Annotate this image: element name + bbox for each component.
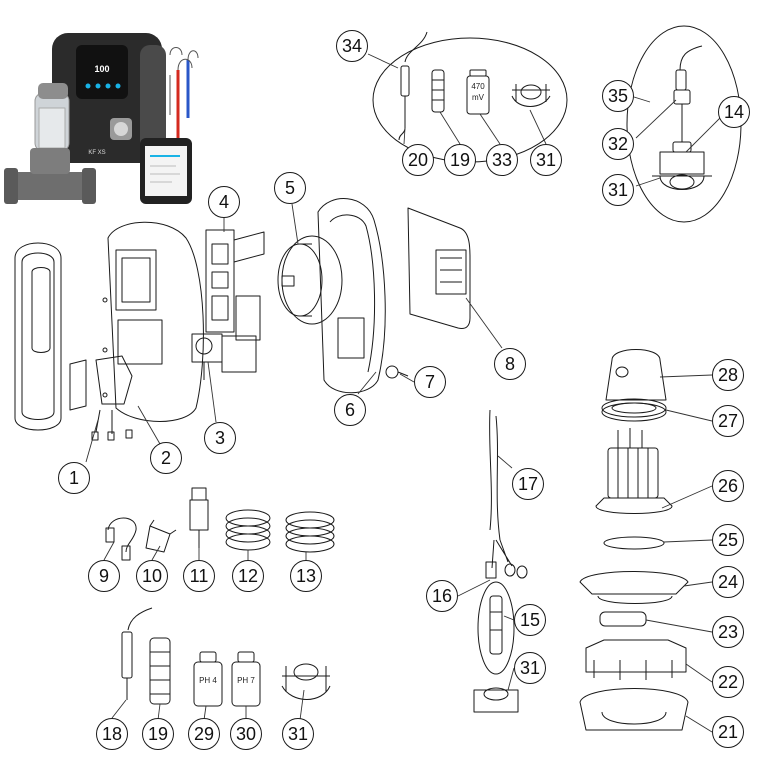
callout-27: 27 [712,405,744,437]
callout-31-top-right: 31 [602,174,634,206]
small-parts-row [105,487,335,561]
callout-3: 3 [204,422,236,454]
callout-15: 15 [514,604,546,636]
callout-19-bottom: 19 [142,718,174,750]
callout-16: 16 [426,580,458,612]
callout-12: 12 [232,560,264,592]
callout-11: 11 [183,560,215,592]
callout-14: 14 [718,96,750,128]
callout-31-center: 31 [514,652,546,684]
bottle-ph4-label: PH 4 [199,676,217,685]
callout-2: 2 [150,442,182,474]
callout-34: 34 [336,30,368,62]
callout-9: 9 [88,560,120,592]
main-housing [69,221,204,441]
callout-32: 32 [602,128,634,160]
callout-19-top: 19 [444,144,476,176]
callout-28: 28 [712,359,744,391]
callout-33: 33 [486,144,518,176]
callout-35: 35 [602,80,634,112]
callout-8: 8 [494,348,526,380]
callout-25: 25 [712,524,744,556]
callout-17: 17 [512,468,544,500]
callout-1: 1 [58,462,90,494]
callout-22: 22 [712,666,744,698]
probe-kit-ellipse [372,31,568,163]
model-text: KF XS [88,150,106,156]
callout-24: 24 [712,566,744,598]
callout-18: 18 [96,718,128,750]
rear-assembly [277,198,471,394]
control-board-assembly [191,229,265,380]
callout-21: 21 [712,716,744,748]
bottle-470-label: 470 [471,82,485,91]
callout-23: 23 [712,616,744,648]
callout-4: 4 [208,186,240,218]
callout-7: 7 [414,366,446,398]
cell-assembly-stack [579,349,689,731]
callout-29: 29 [188,718,220,750]
callout-31-bottom: 31 [282,718,314,750]
front-cover [14,242,62,431]
callout-26: 26 [712,470,744,502]
leader-lines [85,53,721,733]
callout-6: 6 [334,394,366,426]
bottle-470-unit: mV [472,93,484,102]
callout-10: 10 [136,560,168,592]
screen-readout: 100 [94,64,110,74]
callout-13: 13 [290,560,322,592]
callout-30: 30 [230,718,262,750]
bottle-ph7-label: PH 7 [237,676,255,685]
callout-5: 5 [274,172,306,204]
calibration-kit-row [121,607,331,707]
callout-20: 20 [402,144,434,176]
callout-31-top: 31 [530,144,562,176]
probe-wiring [473,409,528,713]
product-photo [4,33,199,204]
